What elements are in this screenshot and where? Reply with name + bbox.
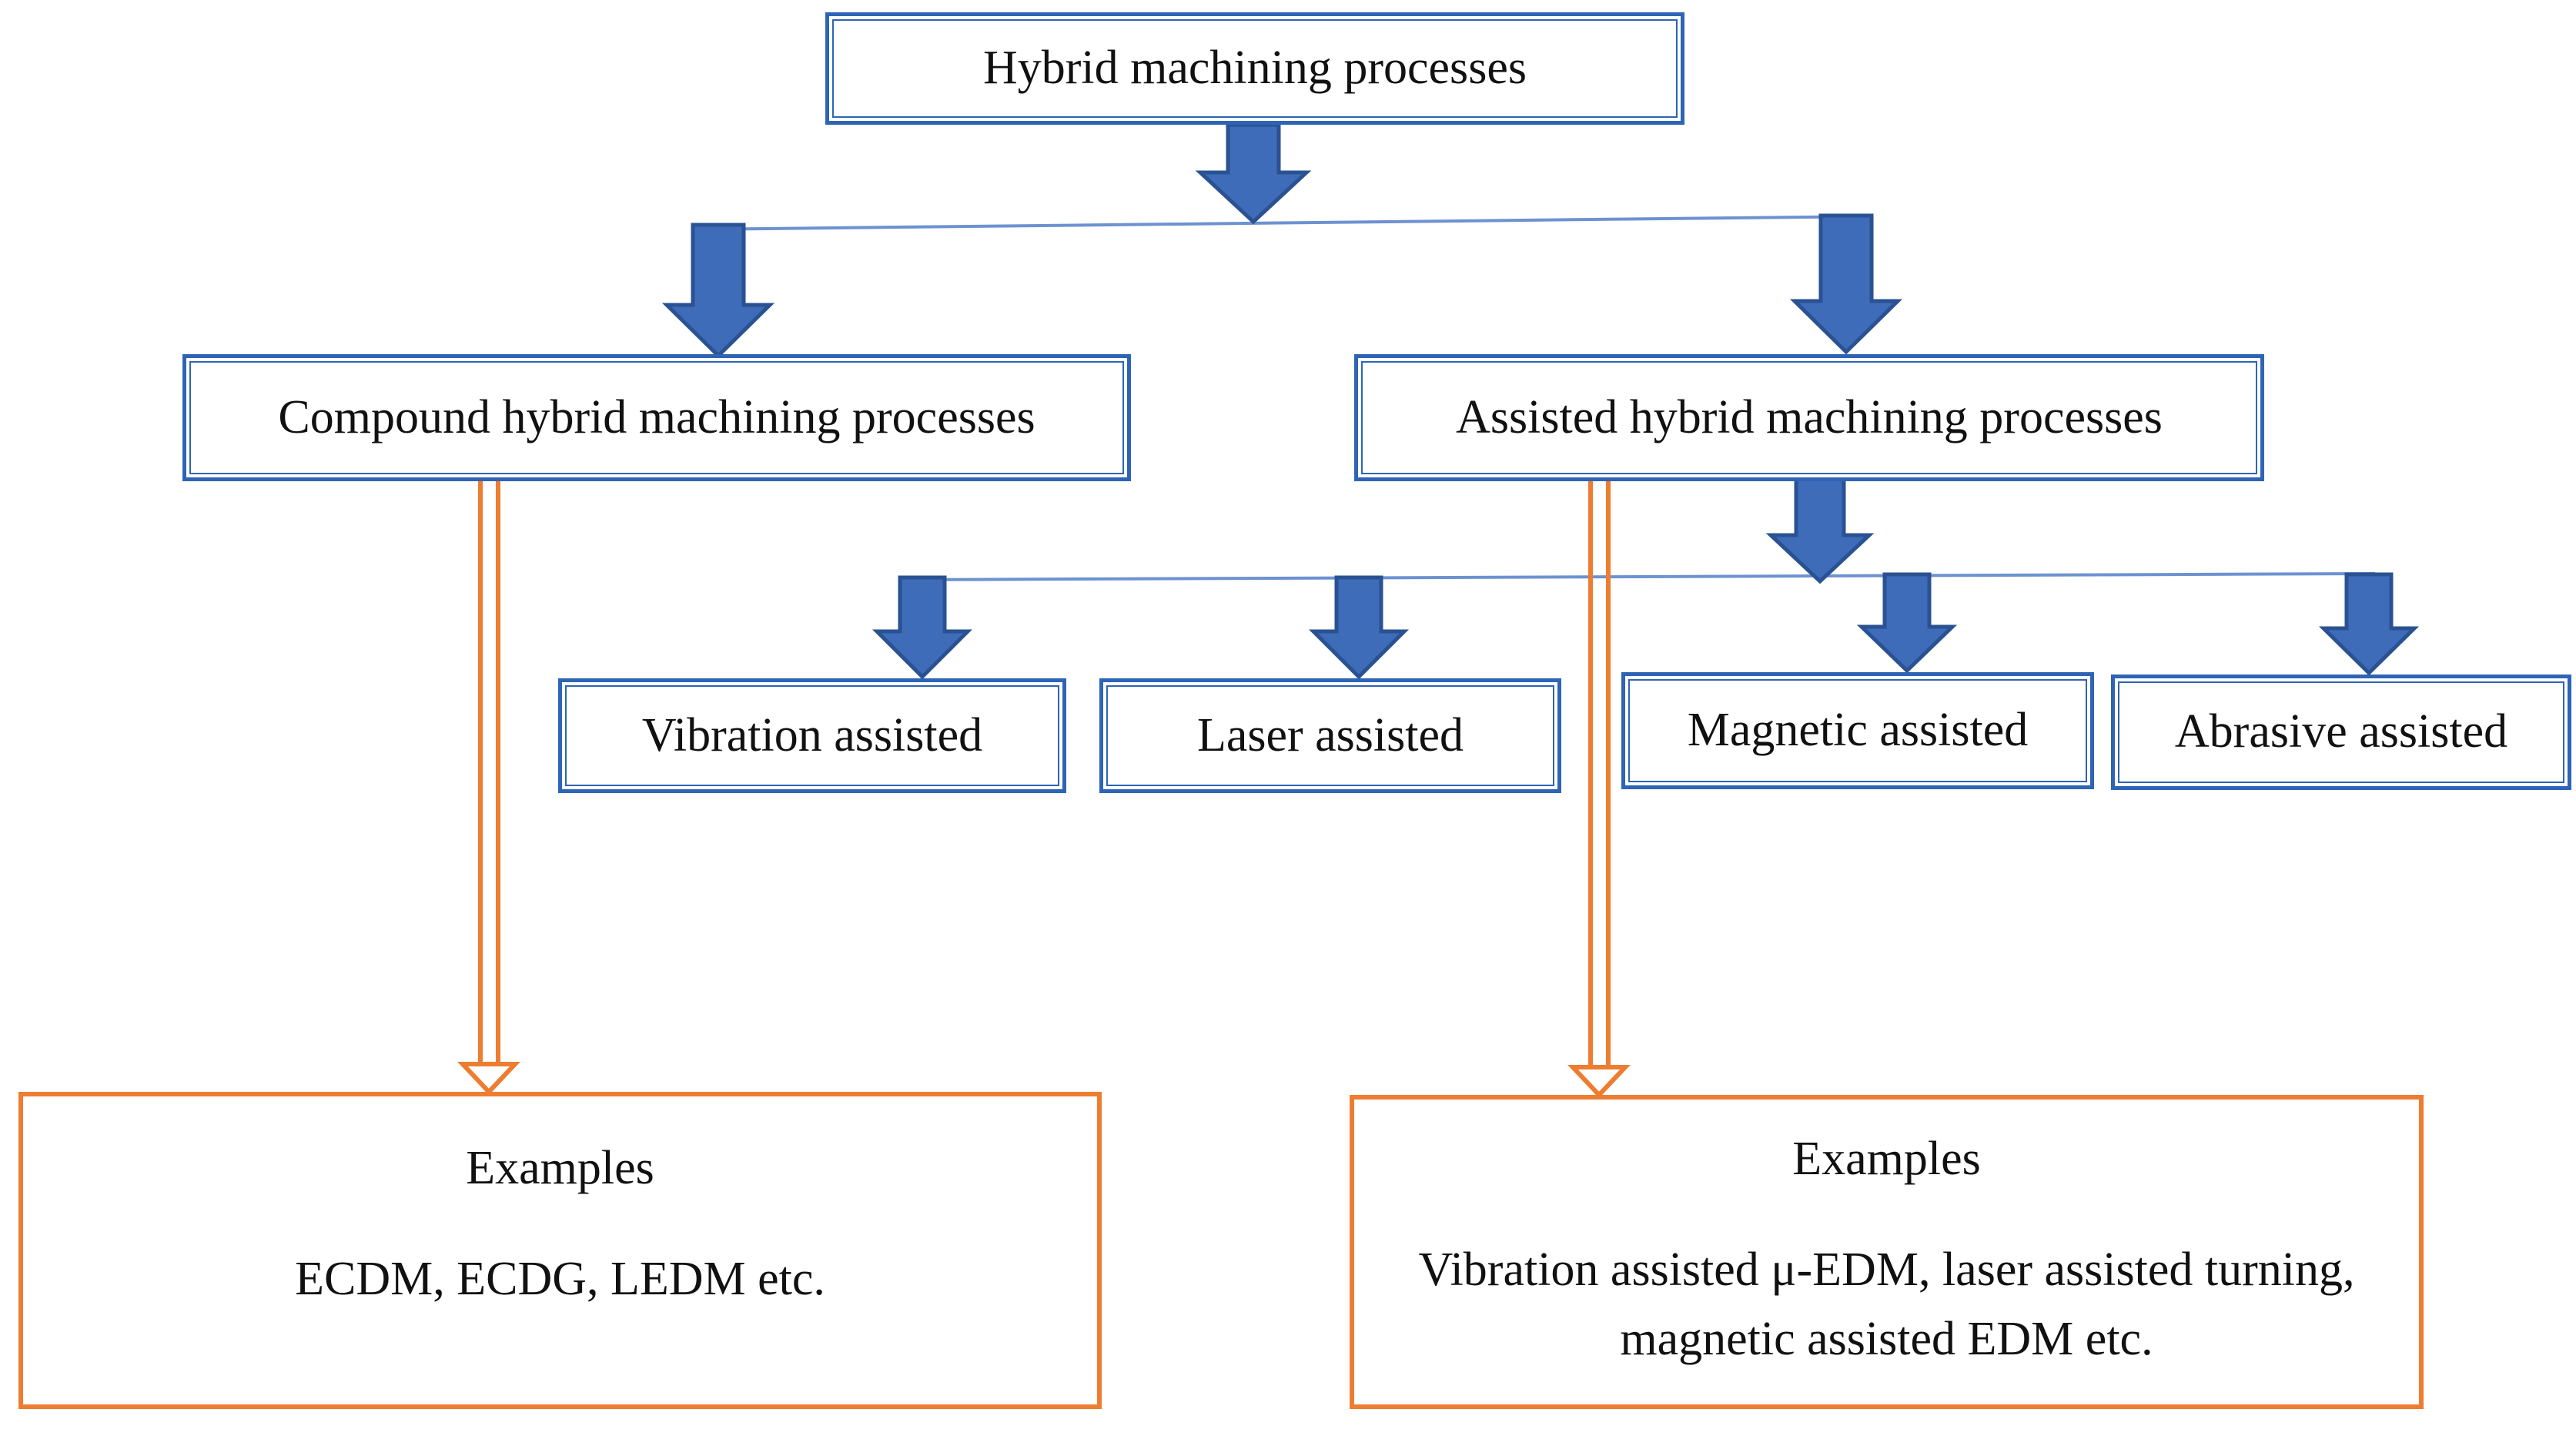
block-arrow-to-laser [1308,575,1410,680]
block-arrow-to-magnetic [1856,572,1958,674]
block-arrow-root-down [1195,122,1312,225]
block-arrow-to-compound [661,223,775,359]
node-compound-hybrid-label: Compound hybrid machining processes [278,390,1035,444]
examples-box-compound-body: ECDM, ECDG, LEDM etc. [295,1253,825,1305]
assisted-examples-connector [1567,478,1631,1099]
node-hybrid-machining-processes: Hybrid machining processes [825,12,1684,125]
node-magnetic-assisted: Magnetic assisted [1621,672,2094,789]
assisted-examples-open-arrowhead [1567,1065,1631,1099]
examples-box-compound: Examples ECDM, ECDG, LEDM etc. [18,1092,1102,1409]
node-vibration-assisted-label: Vibration assisted [641,708,983,762]
block-arrow-to-assisted [1789,213,1903,355]
node-abrasive-assisted-label: Abrasive assisted [2174,705,2508,758]
block-arrow-to-vibration [871,575,973,680]
node-compound-hybrid: Compound hybrid machining processes [182,354,1131,481]
examples-box-compound-title: Examples [466,1142,654,1194]
compound-examples-open-arrowhead [457,1062,520,1096]
node-laser-assisted-label: Laser assisted [1196,708,1464,762]
node-abrasive-assisted: Abrasive assisted [2111,674,2571,790]
node-assisted-hybrid-label: Assisted hybrid machining processes [1456,390,2163,444]
level1-branch-line [692,215,1872,231]
node-vibration-assisted: Vibration assisted [558,678,1066,793]
block-arrow-assisted-down [1765,474,1875,584]
node-laser-assisted: Laser assisted [1099,678,1561,793]
level2-branch-line [898,572,2376,581]
node-hybrid-machining-processes-label: Hybrid machining processes [983,42,1527,95]
examples-box-assisted-title: Examples [1792,1133,1981,1185]
examples-box-assisted: Examples Vibration assisted μ-EDM, laser… [1350,1095,2424,1409]
compound-examples-connector [457,481,520,1096]
node-assisted-hybrid: Assisted hybrid machining processes [1354,354,2264,481]
node-magnetic-assisted-label: Magnetic assisted [1687,704,2029,757]
block-arrow-to-abrasive [2318,572,2420,676]
examples-box-assisted-body: Vibration assisted μ-EDM, laser assisted… [1418,1244,2355,1365]
